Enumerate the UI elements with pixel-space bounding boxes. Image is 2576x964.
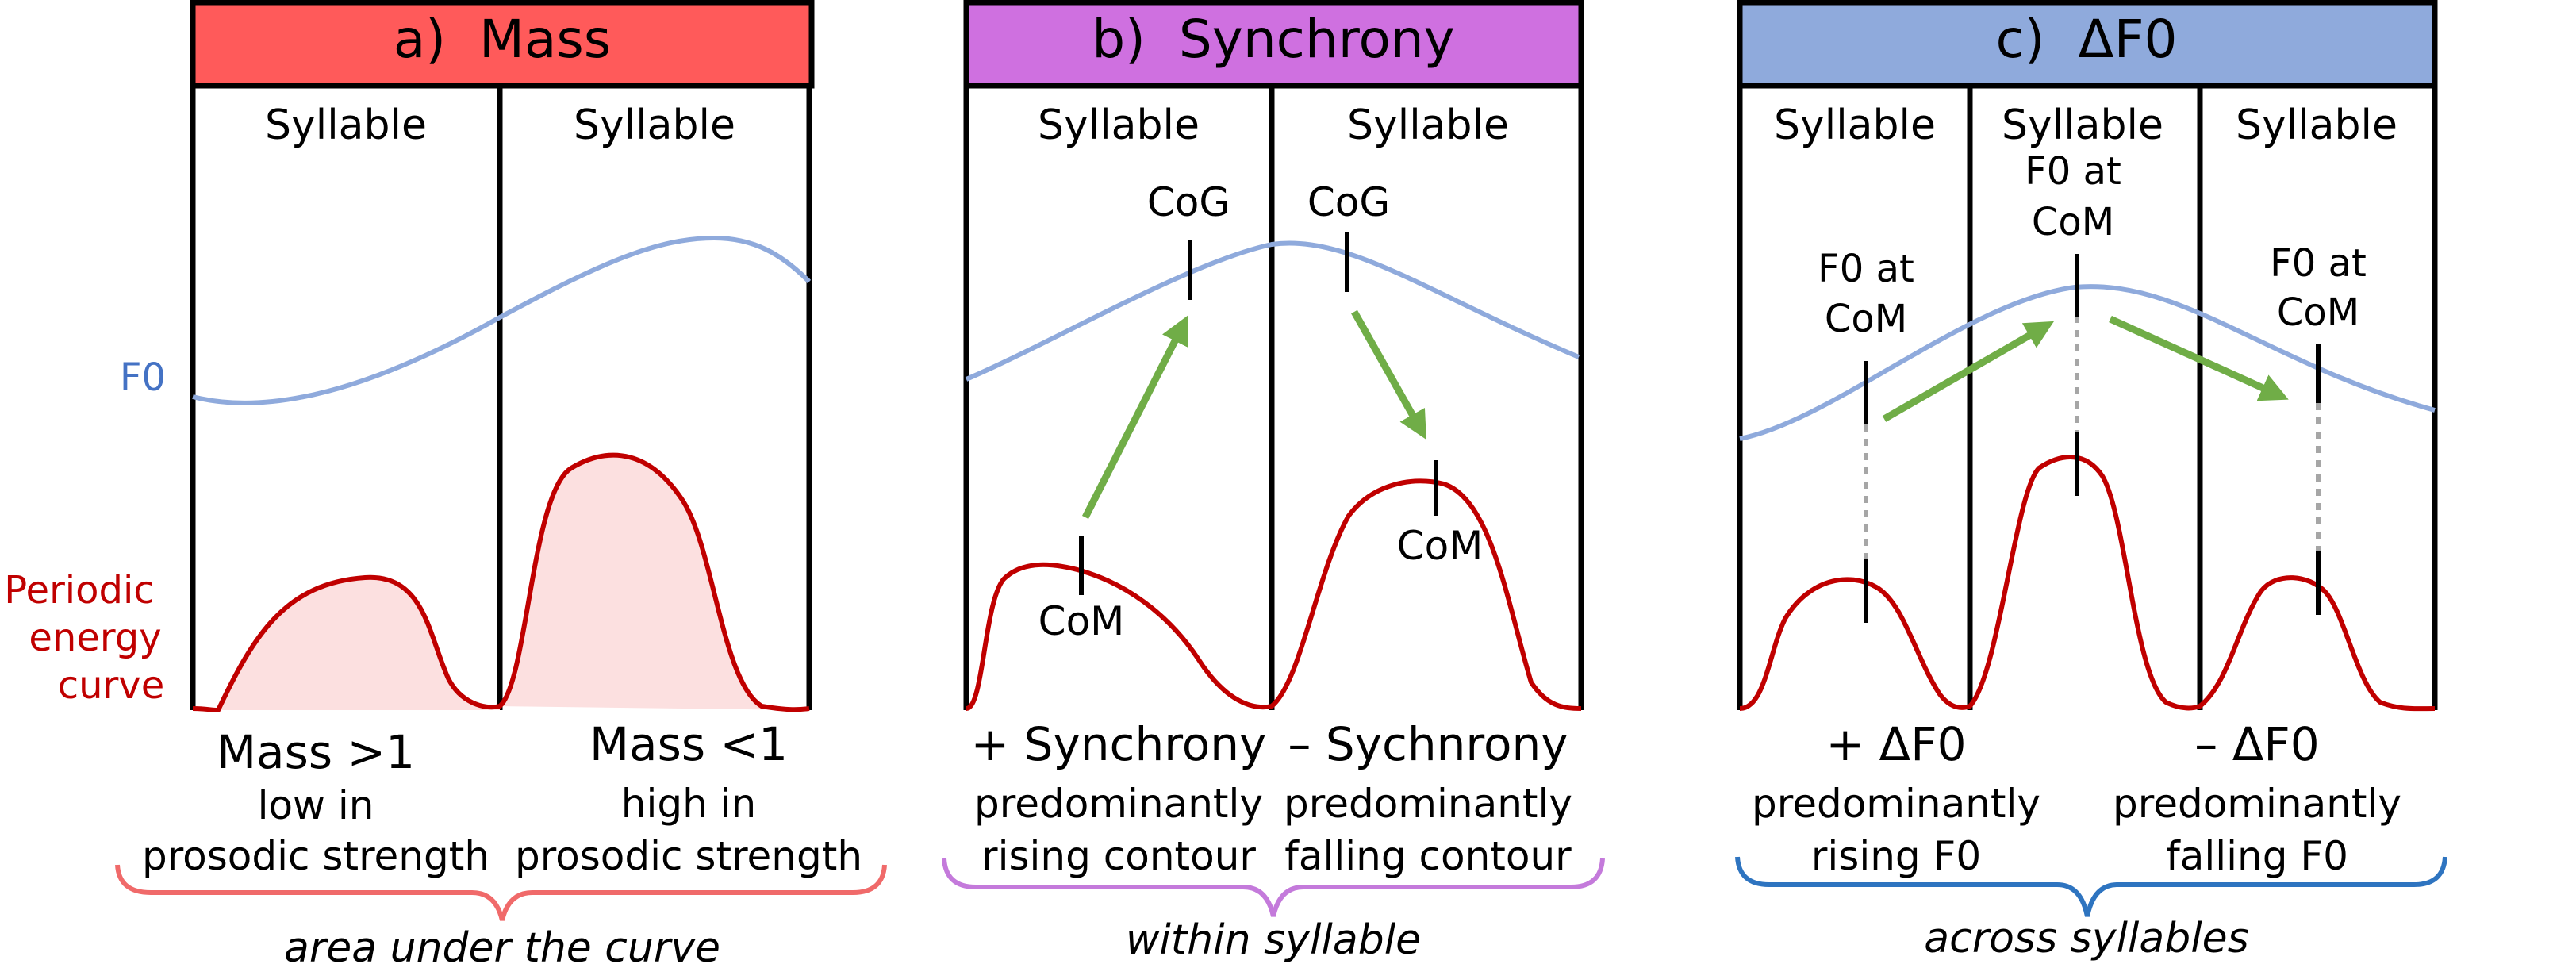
panel-synchrony-com-label-1: CoM (1038, 598, 1125, 644)
panel-mass-caption: area under the curve (284, 924, 720, 964)
panel-delta-f0-syllable-1: Syllable (1774, 102, 1936, 149)
panel-delta-f0-desc-2-line3: falling F0 (2166, 833, 2348, 879)
panel-delta-f0-label-2-line1: F0 at (2025, 149, 2121, 194)
panel-mass-brace (115, 864, 887, 921)
panel-synchrony-energy-curve (965, 478, 1582, 711)
panel-delta-f0-label-3-line2: CoM (2277, 290, 2359, 335)
panel-synchrony-syllable-2: Syllable (1347, 102, 1509, 149)
panel-synchrony-syllable-1: Syllable (1038, 102, 1200, 149)
panel-synchrony-desc-2-line1: – Sychnrony (1288, 717, 1568, 771)
panel-mass-desc-1-line1: Mass >1 (217, 725, 415, 779)
panel-mass: a) Mass Syllable Syllable Mass >1 low in… (115, 0, 887, 964)
energy-side-label-line3: curve (58, 663, 164, 708)
panel-delta-f0: c) ΔF0 Syllable Syllable Syllable F0 at … (1735, 0, 2447, 962)
panel-delta-f0-brace (1735, 856, 2447, 917)
panel-delta-f0-caption: across syllables (1924, 915, 2249, 962)
panel-synchrony-arrow-falling (1351, 309, 1426, 440)
panel-delta-f0-desc-1-line2: predominantly (1752, 781, 2040, 827)
panel-delta-f0-desc-1-line1: + ΔF0 (1826, 717, 1967, 771)
panel-mass-desc-1-line2: low in (258, 782, 374, 828)
panel-delta-f0-header (1737, 0, 2438, 89)
panel-synchrony-desc-1-line2: predominantly (974, 781, 1263, 827)
panel-synchrony-desc-1-line1: + Synchrony (971, 717, 1267, 771)
panel-synchrony-desc-1-line3: rising contour (981, 833, 1256, 879)
panel-synchrony-cog-label-1: CoG (1147, 179, 1230, 225)
energy-side-label-line2: energy (29, 616, 161, 660)
panel-synchrony-cog-label-2: CoG (1307, 179, 1390, 225)
panel-delta-f0-label-2-line2: CoM (2032, 200, 2114, 244)
panel-mass-desc-2-line1: Mass <1 (589, 717, 788, 771)
panel-delta-f0-label-1-line2: CoM (1825, 297, 1907, 341)
panel-mass-desc-2-line2: high in (621, 781, 756, 827)
panel-delta-f0-desc-1-line3: rising F0 (1811, 833, 1981, 879)
panel-synchrony-title: b) Synchrony (1092, 9, 1454, 70)
panel-synchrony-caption: within syllable (1126, 916, 1421, 964)
panel-synchrony: b) Synchrony Syllable Syllable CoG CoG C… (942, 0, 1605, 964)
panel-synchrony-desc-2-line2: predominantly (1284, 781, 1572, 827)
energy-side-label-line1: Periodic (4, 568, 154, 613)
panel-mass-desc-2-line3: prosodic strength (515, 833, 862, 879)
panel-synchrony-desc-2-line3: falling contour (1284, 833, 1572, 879)
panel-delta-f0-arrow-rising (1882, 321, 2055, 422)
panel-mass-energy-curve (192, 452, 810, 713)
panel-delta-f0-label-1-line1: F0 at (1818, 247, 1914, 291)
panel-mass-f0-curve (192, 235, 812, 405)
panel-delta-f0-desc-2-line2: predominantly (2113, 781, 2401, 827)
panel-mass-energy-fill-1 (218, 577, 500, 710)
panel-delta-f0-energy-curve (1739, 455, 2436, 712)
panel-synchrony-f0-curve (965, 240, 1580, 382)
panel-delta-f0-arrow-falling (2109, 315, 2289, 401)
panel-mass-title: a) Mass (394, 9, 611, 70)
panel-synchrony-header (963, 0, 1584, 89)
f0-side-label: F0 (120, 355, 166, 400)
panel-mass-desc-1-line3: prosodic strength (142, 833, 489, 879)
panel-delta-f0-syllable-2: Syllable (2002, 102, 2163, 149)
panel-delta-f0-title: c) ΔF0 (1995, 9, 2177, 70)
panel-synchrony-brace (942, 858, 1605, 917)
panel-synchrony-arrow-rising (1081, 315, 1188, 520)
panel-delta-f0-label-3-line1: F0 at (2270, 241, 2367, 286)
panel-synchrony-com-label-2: CoM (1397, 523, 1484, 569)
panel-mass-syllable-2: Syllable (574, 102, 735, 149)
panel-mass-syllable-1: Syllable (265, 102, 427, 149)
panel-mass-header (190, 0, 815, 89)
panel-delta-f0-syllable-3: Syllable (2236, 102, 2397, 149)
panel-mass-energy-fill-2 (500, 455, 809, 710)
panel-delta-f0-desc-2-line1: – ΔF0 (2194, 717, 2319, 771)
